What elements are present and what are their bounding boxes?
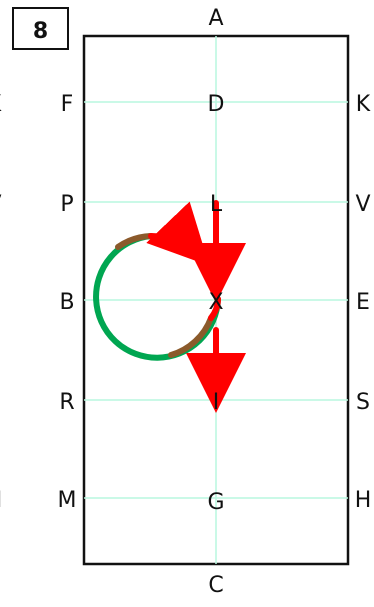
circle-route-brown-bottom	[168, 315, 214, 358]
letter-m: M	[58, 488, 77, 513]
letter-b: B	[59, 290, 74, 315]
letter-i: I	[213, 390, 220, 415]
partial-letter-v: V	[0, 192, 2, 217]
letter-d: D	[208, 92, 225, 117]
partial-letter-e: E	[0, 290, 1, 315]
letter-x: X	[208, 290, 223, 315]
letter-f: F	[61, 92, 74, 117]
circle-route	[93, 201, 221, 361]
arena-letters: A C D L X I G F P B R M K V E S H K V E …	[0, 6, 371, 598]
partial-letter-s: S	[0, 390, 1, 415]
letter-e: E	[356, 290, 370, 315]
letter-v: V	[355, 192, 370, 217]
figure-badge	[12, 7, 69, 50]
letter-k: K	[356, 92, 371, 117]
letter-r: R	[59, 390, 74, 415]
letter-s: S	[356, 390, 370, 415]
figure-number: 8	[33, 19, 48, 44]
letter-h: H	[355, 488, 372, 513]
letter-a: A	[208, 6, 223, 31]
letter-l: L	[210, 192, 223, 217]
letter-p: P	[60, 192, 73, 217]
letter-c: C	[208, 573, 223, 598]
partial-letter-h: H	[0, 488, 2, 513]
partial-letter-k: K	[0, 92, 2, 117]
letter-g: G	[207, 490, 224, 515]
